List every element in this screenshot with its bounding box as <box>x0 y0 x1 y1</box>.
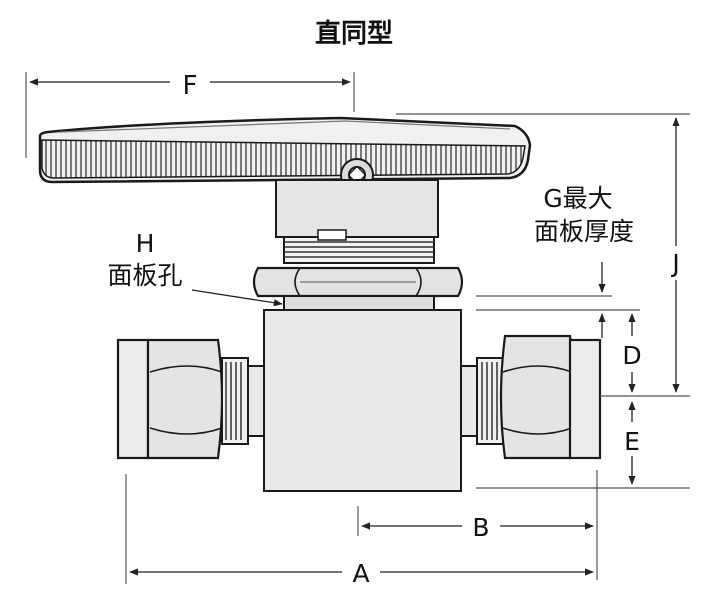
label-f: F <box>183 71 198 101</box>
dimension-h: H 面板孔 <box>107 229 283 307</box>
right-tube-fitting <box>460 334 602 460</box>
valve-body <box>263 309 462 492</box>
diagram-title: 直同型 <box>315 19 393 49</box>
label-b: B <box>472 513 489 542</box>
dimension-g: G最大 面板厚度 <box>476 184 634 297</box>
dimension-a: A <box>125 474 594 588</box>
label-g-line1: G最大 <box>543 184 612 213</box>
dimension-f: F <box>25 71 355 158</box>
label-d: D <box>622 341 641 370</box>
label-h-line2: 面板孔 <box>107 261 182 290</box>
label-g-line2: 面板厚度 <box>534 217 634 246</box>
dimension-j: J <box>396 113 690 397</box>
dimension-e: E <box>476 401 690 489</box>
label-a: A <box>352 559 369 588</box>
panel-nut <box>252 266 464 311</box>
label-j: J <box>670 249 679 278</box>
valve-handle <box>38 116 532 192</box>
label-h-line1: H <box>136 229 155 258</box>
dimension-d: D <box>476 309 642 393</box>
label-e: E <box>624 427 640 456</box>
dimension-b: B <box>357 470 598 580</box>
stem-housing <box>275 179 439 264</box>
left-tube-fitting <box>116 338 265 460</box>
